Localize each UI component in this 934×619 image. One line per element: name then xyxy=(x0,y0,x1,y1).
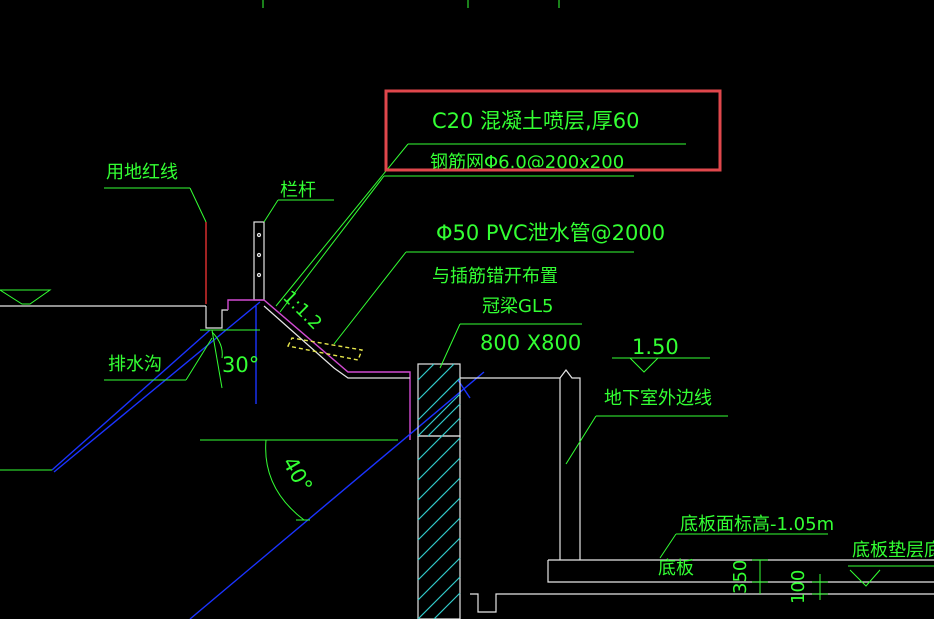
drain-pipe-note-label: 与插筋错开布置 xyxy=(432,266,558,287)
slab-cushion-label: 底板垫层底标 xyxy=(852,540,934,561)
leader-lines xyxy=(0,143,934,587)
shotcrete-label: C20 混凝土喷层,厚60 xyxy=(432,109,639,133)
redline-label: 用地红线 xyxy=(106,162,178,183)
crown-beam-pile xyxy=(417,363,560,619)
railing xyxy=(253,221,265,301)
dimension-marks xyxy=(752,559,828,600)
ground-lines xyxy=(0,289,206,307)
slope-ratio-label: 1:1.2 xyxy=(278,287,325,334)
drain-pipe-label: Φ50 PVC泄水管@2000 xyxy=(436,221,665,245)
pvc-drain-pipe xyxy=(286,337,363,361)
basement-wall xyxy=(470,369,934,613)
angle-30-label: 30° xyxy=(222,353,259,377)
slab-top-label: 底板面标高-1.05m xyxy=(680,514,834,535)
angle-arcs xyxy=(211,331,310,521)
slope-surface-inner xyxy=(263,305,410,379)
drainage-ditch-outline xyxy=(205,306,228,329)
slab-label: 底板 xyxy=(658,558,694,579)
dim-350-label: 350 xyxy=(730,560,751,594)
mesh-label: 钢筋网Φ6.0@200x200 xyxy=(430,152,624,173)
slip-lines xyxy=(51,301,485,619)
angle-40-label: 40° xyxy=(278,453,317,497)
crown-beam-size-label: 800 X800 xyxy=(480,331,581,355)
ditch-label: 排水沟 xyxy=(108,354,162,375)
level-label: 1.50 xyxy=(632,335,679,359)
crown-beam-label: 冠梁GL5 xyxy=(482,296,553,317)
highlight-box xyxy=(384,89,722,172)
railing-label: 栏杆 xyxy=(280,180,316,201)
top-ticks xyxy=(262,0,560,8)
basement-line-label: 地下室外边线 xyxy=(604,388,712,409)
dim-100-label: 100 xyxy=(788,570,809,604)
concrete-slope-edge xyxy=(227,299,411,440)
